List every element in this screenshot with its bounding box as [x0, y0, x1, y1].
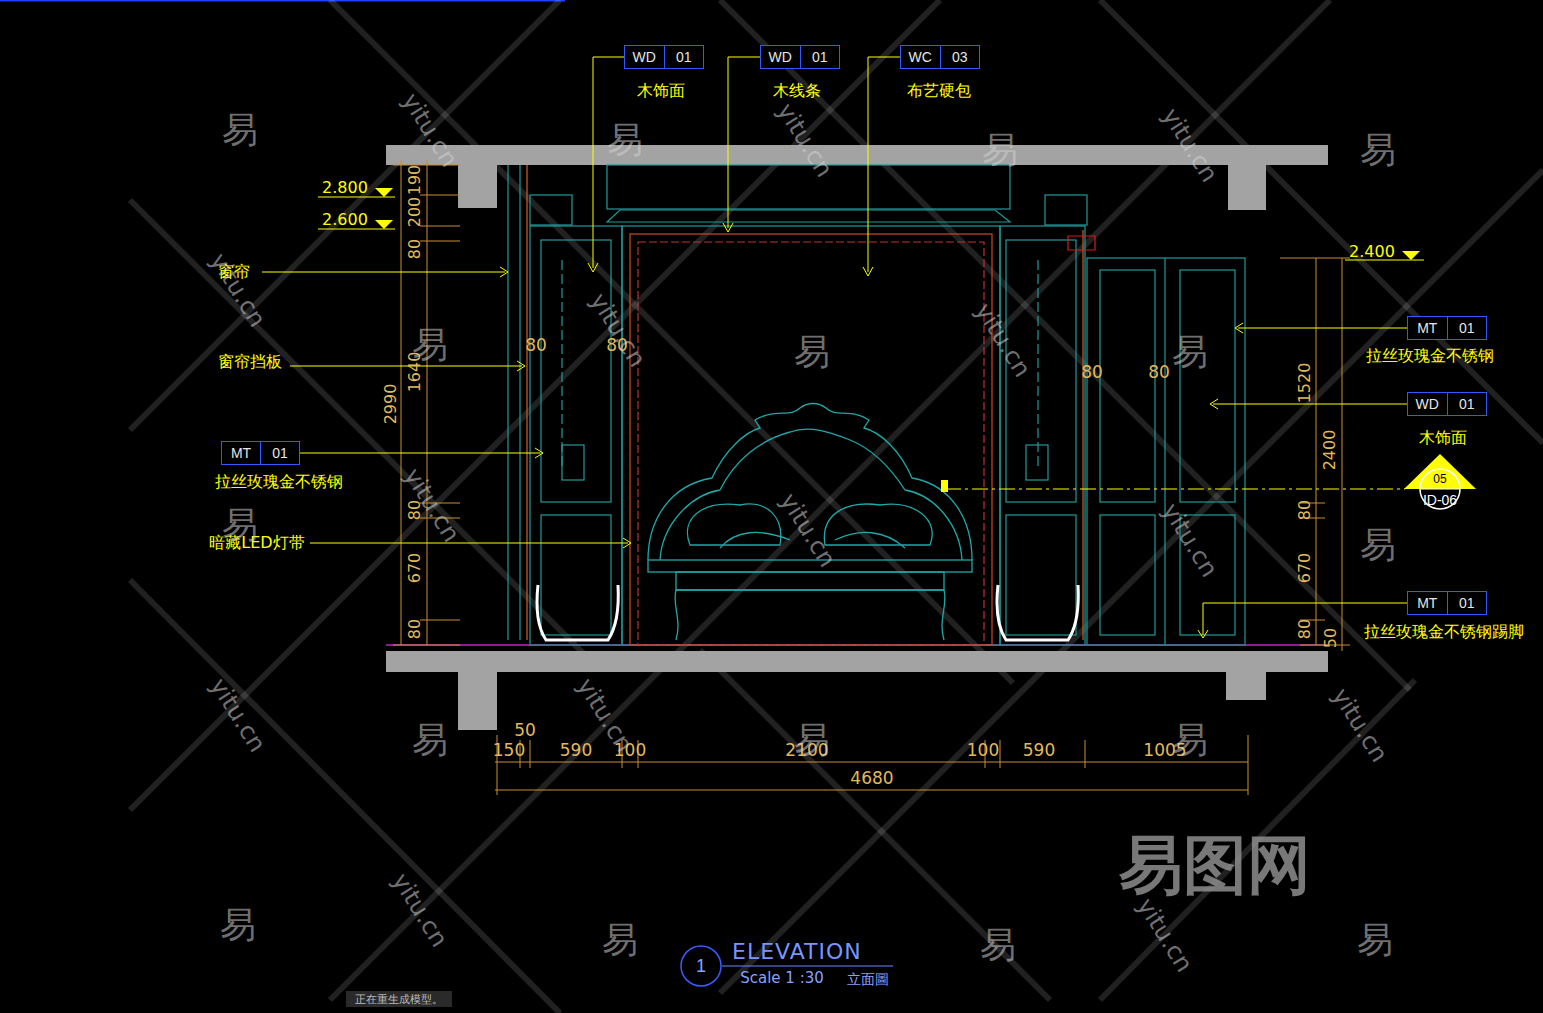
- material-code: WD: [761, 46, 801, 68]
- dimension: 80: [1148, 364, 1170, 381]
- dimension: 590: [1023, 742, 1055, 759]
- callout-label: 拉丝玫瑰金不锈钢: [1366, 348, 1494, 364]
- material-code: MT: [222, 442, 261, 464]
- material-number: 03: [941, 46, 980, 68]
- watermark: 易: [982, 132, 1018, 168]
- level-value: 2.400: [1349, 244, 1395, 260]
- watermark: 易: [607, 122, 643, 158]
- callout-label: 拉丝玫瑰金不锈钢: [215, 474, 343, 490]
- status-text: 正在重生成模型。: [355, 994, 443, 1005]
- dimension: 80: [407, 239, 423, 259]
- watermark: 易: [794, 334, 830, 370]
- dimension: 80: [525, 337, 547, 354]
- material-code: MT: [1408, 592, 1448, 614]
- opening-trim: [527, 165, 1095, 645]
- dimension-lines: [393, 160, 1350, 795]
- material-number: 01: [1448, 592, 1487, 614]
- dimension: 190: [407, 165, 423, 196]
- scale-note: 立面圖: [847, 972, 889, 986]
- dimension: 80: [1297, 500, 1313, 520]
- section-marker: [941, 480, 948, 492]
- material-tag: WD01: [624, 45, 704, 69]
- material-label: 木线条: [773, 83, 821, 99]
- watermark: 易: [412, 722, 448, 758]
- section-symbol: 05ID-06: [1402, 452, 1478, 514]
- material-label: 木饰面: [637, 83, 685, 99]
- watermark: 易: [1172, 722, 1208, 758]
- bed-illustration: [648, 404, 972, 641]
- level-value: 2.800: [322, 180, 368, 196]
- dimension: 670: [1297, 553, 1313, 584]
- drawing-title: ELEVATION: [732, 941, 862, 963]
- watermark: 易: [1360, 527, 1396, 563]
- detail-number: 05: [1433, 472, 1446, 486]
- watermark: 易: [980, 927, 1016, 963]
- material-tag: WD01: [1407, 392, 1487, 416]
- level-marker: [318, 188, 1424, 260]
- frame-edge: [0, 0, 565, 2]
- callout-label: 窗帘挡板: [218, 354, 282, 370]
- watermark: 易: [602, 922, 638, 958]
- dimension: 670: [407, 553, 423, 584]
- material-number: 01: [1448, 317, 1487, 339]
- wall-panels: [508, 165, 1245, 645]
- level-value: 2.600: [322, 212, 368, 228]
- drawing-number: 1: [696, 956, 706, 977]
- watermark: 易: [1172, 334, 1208, 370]
- dimension: 80: [1297, 619, 1313, 639]
- material-tag: MT01: [1407, 316, 1487, 340]
- dimension: 2400: [1322, 430, 1338, 471]
- material-number: 01: [801, 46, 840, 68]
- watermark: 易: [222, 112, 258, 148]
- dimension: 100: [967, 742, 999, 759]
- leader-line: [262, 57, 1407, 638]
- material-number: 01: [261, 442, 299, 464]
- watermark: 易: [220, 907, 256, 943]
- watermark: 易: [222, 507, 258, 543]
- scale-note: Scale 1 :30: [740, 971, 824, 986]
- dimension: 80: [407, 619, 423, 639]
- dimension: 2990: [383, 384, 399, 425]
- material-label: 布艺硬包: [907, 83, 971, 99]
- dimension: 4680: [850, 770, 893, 787]
- watermark: 易: [412, 327, 448, 363]
- callout-label: 拉丝玫瑰金不锈钢踢脚: [1364, 624, 1524, 640]
- title-underline: [722, 965, 893, 966]
- dimension: 50: [1323, 628, 1339, 648]
- sheet-number: ID-06: [1423, 492, 1457, 508]
- material-code: WC: [901, 46, 941, 68]
- watermark: 易: [794, 722, 830, 758]
- material-tag: MT01: [221, 441, 300, 465]
- watermark-grid: [130, 0, 1543, 1013]
- structure-slab: [386, 145, 1328, 730]
- material-tag: MT01: [1407, 591, 1487, 615]
- dimension: 1520: [1297, 363, 1313, 404]
- watermark-logo: 易图网: [1119, 833, 1311, 897]
- title-number-circle: 1: [680, 945, 722, 987]
- dimension: 150: [493, 742, 525, 759]
- watermark: 易: [1360, 132, 1396, 168]
- dimension: 50: [514, 722, 536, 739]
- watermark: 易: [1357, 922, 1393, 958]
- material-code: WD: [625, 46, 665, 68]
- material-code: MT: [1408, 317, 1448, 339]
- dimension: 200: [407, 197, 423, 228]
- material-tag: WC03: [900, 45, 980, 69]
- material-tag: WD01: [760, 45, 840, 69]
- callout-label: 木饰面: [1419, 430, 1467, 446]
- floor-lamp: [537, 585, 1078, 640]
- status-box: [346, 991, 452, 1007]
- material-number: 01: [665, 46, 704, 68]
- material-code: WD: [1408, 393, 1448, 415]
- dimension: 590: [560, 742, 592, 759]
- material-number: 01: [1448, 393, 1487, 415]
- dimension: 80: [1081, 364, 1103, 381]
